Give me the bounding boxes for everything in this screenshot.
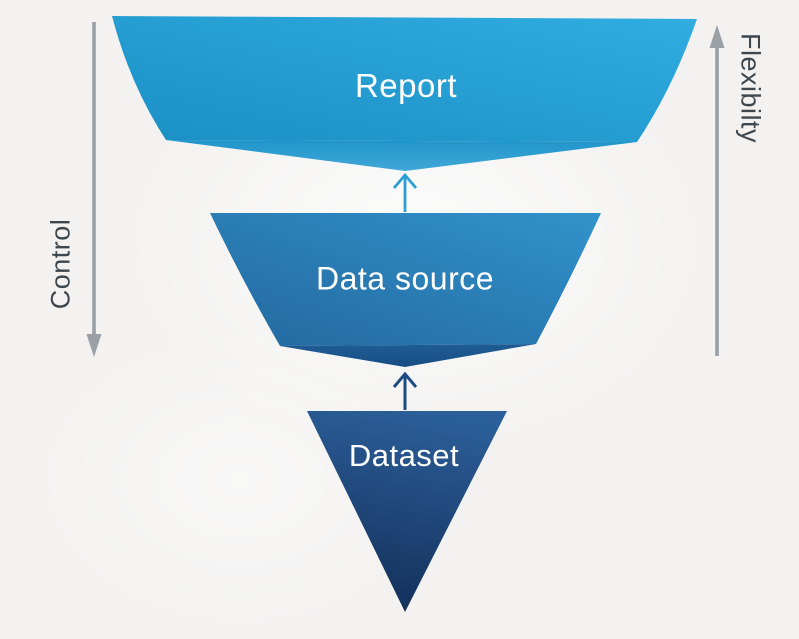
funnel-level-datasource <box>210 213 601 367</box>
up-arrow-dataset-to-datasource-icon <box>392 371 418 410</box>
flexibility-axis-label: Flexibilty <box>735 32 766 144</box>
datasource-shape-fold <box>280 344 536 367</box>
report-shape-fold <box>166 140 637 171</box>
funnel-level-dataset <box>307 411 507 612</box>
dataset-shape <box>307 411 507 612</box>
dataset-label: Dataset <box>348 438 460 473</box>
funnel-level-report <box>112 16 697 171</box>
datasource-label: Data source <box>315 260 495 297</box>
report-label: Report <box>354 67 458 104</box>
flexibility-up-arrow-icon <box>709 25 725 356</box>
report-shape <box>112 16 697 142</box>
control-down-arrow-icon <box>86 22 102 357</box>
datasource-shape <box>210 213 601 346</box>
up-arrow-datasource-to-report-icon <box>392 172 418 212</box>
control-axis-label: Control <box>45 218 76 310</box>
